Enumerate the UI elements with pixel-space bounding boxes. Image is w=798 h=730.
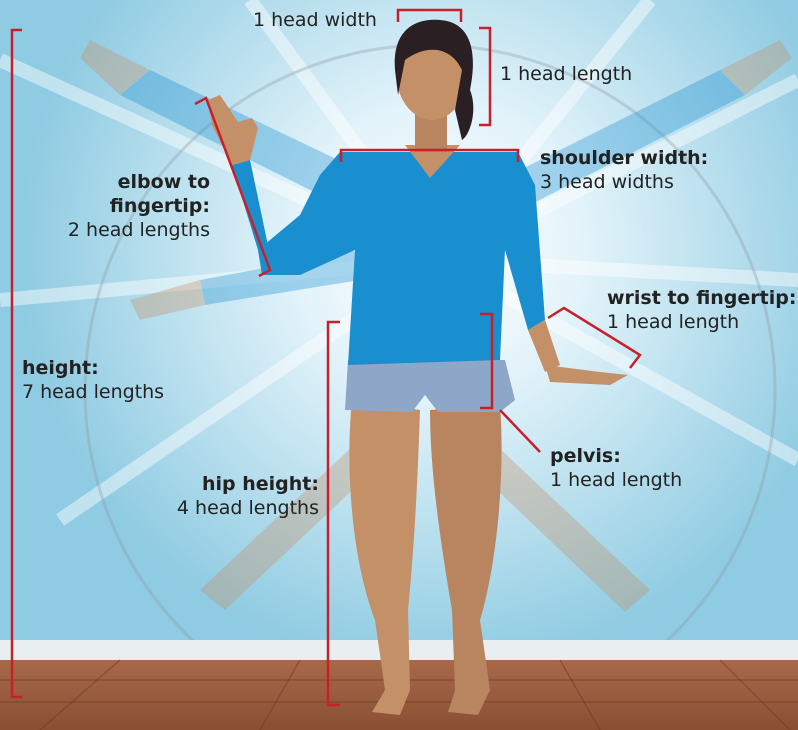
pelvis-title: pelvis: bbox=[550, 444, 682, 468]
hip-height-label: hip height: 4 head lengths bbox=[177, 472, 319, 520]
head-length-value: 1 head length bbox=[500, 62, 632, 86]
head-length-label: 1 head length bbox=[500, 62, 632, 86]
height-title: height: bbox=[22, 356, 164, 380]
wrist-fingertip-label: wrist to fingertip: 1 head length bbox=[607, 286, 796, 334]
hip-height-value: 4 head lengths bbox=[177, 496, 319, 520]
elbow-fingertip-title-2: fingertip: bbox=[68, 194, 210, 218]
elbow-fingertip-title-1: elbow to bbox=[68, 170, 210, 194]
pelvis-value: 1 head length bbox=[550, 468, 682, 492]
wrist-fingertip-value: 1 head length bbox=[607, 310, 796, 334]
pelvis-label: pelvis: 1 head length bbox=[550, 444, 682, 492]
head-width-value: 1 head width bbox=[253, 8, 377, 32]
elbow-fingertip-label: elbow to fingertip: 2 head lengths bbox=[68, 170, 210, 242]
height-label: height: 7 head lengths bbox=[22, 356, 164, 404]
shoulder-width-label: shoulder width: 3 head widths bbox=[540, 146, 708, 194]
height-value: 7 head lengths bbox=[22, 380, 164, 404]
hip-height-title: hip height: bbox=[177, 472, 319, 496]
elbow-fingertip-value: 2 head lengths bbox=[68, 218, 210, 242]
head-width-label: 1 head width bbox=[253, 8, 377, 32]
wrist-fingertip-title: wrist to fingertip: bbox=[607, 286, 796, 310]
shoulder-width-title: shoulder width: bbox=[540, 146, 708, 170]
shoulder-width-value: 3 head widths bbox=[540, 170, 708, 194]
